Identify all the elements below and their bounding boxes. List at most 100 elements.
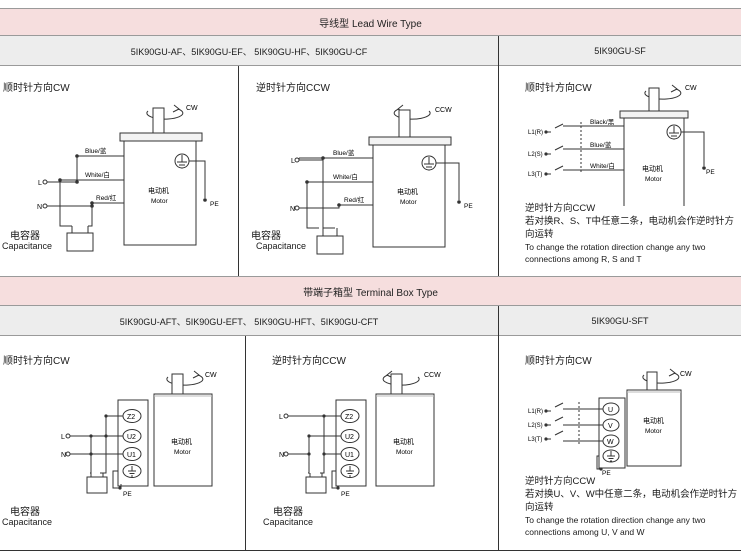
- rotation-label: CCW: [424, 372, 441, 379]
- motor-label-zh: 电动机: [393, 437, 414, 446]
- note-en: To change the rotation direction change …: [525, 242, 706, 264]
- pe-label: PE: [123, 491, 132, 498]
- motor-label-zh: 电动机: [397, 187, 418, 196]
- wire-label-blue: Blue/蓝: [85, 146, 107, 155]
- terminal-v: V: [608, 423, 613, 430]
- motor-label-zh: 电动机: [643, 416, 664, 425]
- capacitor-label-zh: 电容器: [10, 507, 40, 518]
- line-label-l: L: [61, 434, 65, 441]
- line-label-l1: L1(R): [528, 409, 543, 415]
- divider: [498, 306, 499, 550]
- terminal-box-sft-panel: 顺时针方向CW: [499, 336, 741, 550]
- motor-label-zh: 电动机: [171, 437, 192, 446]
- capacitor-label-en: Capacitance: [2, 241, 53, 251]
- line-label-n: N: [279, 452, 284, 459]
- line-label-n: N: [290, 206, 295, 213]
- motor-label-en: Motor: [645, 176, 662, 183]
- capacitor-label-en: Capacitance: [256, 241, 307, 251]
- terminal-z2: Z2: [345, 414, 353, 421]
- line-label-l: L: [279, 414, 283, 421]
- capacitor-label-zh: 电容器: [273, 507, 303, 518]
- lead-wire-models-left: 5IK90GU-AF、5IK90GU-EF、 5IK90GU-HF、5IK90G…: [130, 46, 368, 57]
- terminal-u1: U1: [127, 452, 136, 459]
- wire-label-red: Red/红: [344, 195, 365, 204]
- line-label-l2: L2(S): [528, 423, 543, 429]
- line-label-l3: L3(T): [528, 172, 542, 178]
- capacitor-label-en: Capacitance: [263, 517, 314, 527]
- rotation-label: CW: [680, 371, 692, 378]
- motor-label-en: Motor: [151, 198, 168, 205]
- pe-label: PE: [210, 201, 219, 208]
- terminal-z2: Z2: [127, 414, 135, 421]
- wire-label-black: Black/黑: [590, 118, 615, 126]
- note-title: 逆时针方向CCW: [525, 203, 596, 214]
- lead-wire-model-header: [0, 36, 741, 66]
- terminal-u1: U1: [345, 452, 354, 459]
- lead-wire-cw-panel: 顺时针方向CW: [0, 66, 238, 276]
- terminal-u: U: [608, 407, 613, 414]
- terminal-u2: U2: [345, 434, 354, 441]
- wire-label-white: White/白: [590, 161, 615, 170]
- motor-label-en: Motor: [174, 449, 191, 456]
- pe-label: PE: [602, 470, 611, 476]
- lead-wire-section-title: 导线型 Lead Wire Type: [0, 8, 741, 36]
- direction-title: 顺时针方向CW: [3, 83, 70, 94]
- terminal-box-models-left: 5IK90GU-AFT、5IK90GU-EFT、 5IK90GU-HFT、5IK…: [119, 316, 379, 327]
- pe-label: PE: [341, 491, 350, 498]
- direction-title: 顺时针方向CW: [525, 83, 592, 94]
- wiring-schematic: CCW Blue/蓝 White/白 Red/红 L N 电动机 Motor P…: [290, 104, 473, 255]
- divider: [238, 66, 239, 276]
- capacitor-label-en: Capacitance: [2, 517, 53, 527]
- note-zh: 若对换R、S、T中任意二条，电动机会作逆时针方向运转: [525, 216, 735, 240]
- terminal-u2: U2: [127, 434, 136, 441]
- wiring-schematic: CW Blue/蓝 White/白 Red/红 L N 电动机 Motor PE: [37, 104, 219, 252]
- divider: [498, 36, 499, 276]
- rotation-label: CW: [186, 105, 198, 112]
- rotation-label: CW: [205, 372, 217, 379]
- line-label-l3: L3(T): [528, 437, 542, 443]
- wire-label-blue: Blue/蓝: [590, 140, 612, 149]
- motor-label-en: Motor: [645, 428, 662, 435]
- note-title: 逆时针方向CCW: [525, 476, 596, 487]
- line-label-l1: L1(R): [528, 130, 543, 136]
- wire-label-white: White/白: [85, 170, 110, 179]
- motor-label-en: Motor: [396, 449, 413, 456]
- wire-label-blue: Blue/蓝: [333, 148, 355, 157]
- note-zh: 若对换U、V、W中任意二条，电动机会作逆时针方向运转: [525, 489, 738, 513]
- wire-label-red: Red/红: [96, 193, 117, 202]
- terminal-box-models-right: 5IK90GU-SFT: [591, 316, 649, 326]
- line-label-n: N: [37, 204, 42, 211]
- capacitor-label-zh: 电容器: [10, 231, 40, 242]
- line-label-n: N: [61, 452, 66, 459]
- line-label-l2: L2(S): [528, 152, 543, 158]
- lead-wire-sf-panel: 顺时针方向CW: [499, 66, 741, 276]
- motor-label-en: Motor: [400, 199, 417, 206]
- lead-wire-ccw-panel: 逆时针方向CCW: [239, 66, 498, 276]
- wiring-schematic: CCW Z2 U2 U1 L N 电动机 Motor PE: [279, 370, 441, 498]
- pe-label: PE: [706, 169, 715, 176]
- reverse-rotation-note: 逆时针方向CCW 若对换R、S、T中任意二条，电动机会作逆时针方向运转 To c…: [525, 202, 740, 265]
- note-en: To change the rotation direction change …: [525, 515, 706, 537]
- rotation-label: CW: [685, 85, 697, 92]
- bottom-border: [0, 550, 741, 551]
- direction-title: 逆时针方向CCW: [256, 83, 330, 94]
- terminal-box-cw-panel: 顺时针方向CW: [0, 336, 245, 550]
- motor-label-zh: 电动机: [148, 186, 169, 195]
- capacitor-label-zh: 电容器: [251, 231, 281, 242]
- motor-label-zh: 电动机: [642, 164, 663, 173]
- direction-title: 顺时针方向CW: [3, 356, 70, 367]
- terminal-box-section-title: 带端子箱型 Terminal Box Type: [0, 276, 741, 306]
- terminal-box-ccw-panel: 逆时针方向CCW: [246, 336, 498, 550]
- direction-title: 逆时针方向CCW: [272, 356, 346, 367]
- wiring-schematic: CW L1(R) L2(S) L3(T) Black/黑 Blue/蓝 Whit…: [528, 84, 715, 206]
- wire-label-white: White/白: [333, 172, 358, 181]
- direction-title: 顺时针方向CW: [525, 356, 592, 367]
- lead-wire-models-right: 5IK90GU-SF: [594, 46, 646, 56]
- divider: [245, 336, 246, 550]
- reverse-rotation-note: 逆时针方向CCW 若对换U、V、W中任意二条，电动机会作逆时针方向运转 To c…: [525, 475, 740, 538]
- line-label-l: L: [291, 158, 295, 165]
- terminal-box-model-header: [0, 306, 741, 336]
- pe-label: PE: [464, 203, 473, 210]
- wiring-schematic: CW L1(R) L2(S) L3(T) U V W 电动机 Motor PE: [528, 368, 692, 476]
